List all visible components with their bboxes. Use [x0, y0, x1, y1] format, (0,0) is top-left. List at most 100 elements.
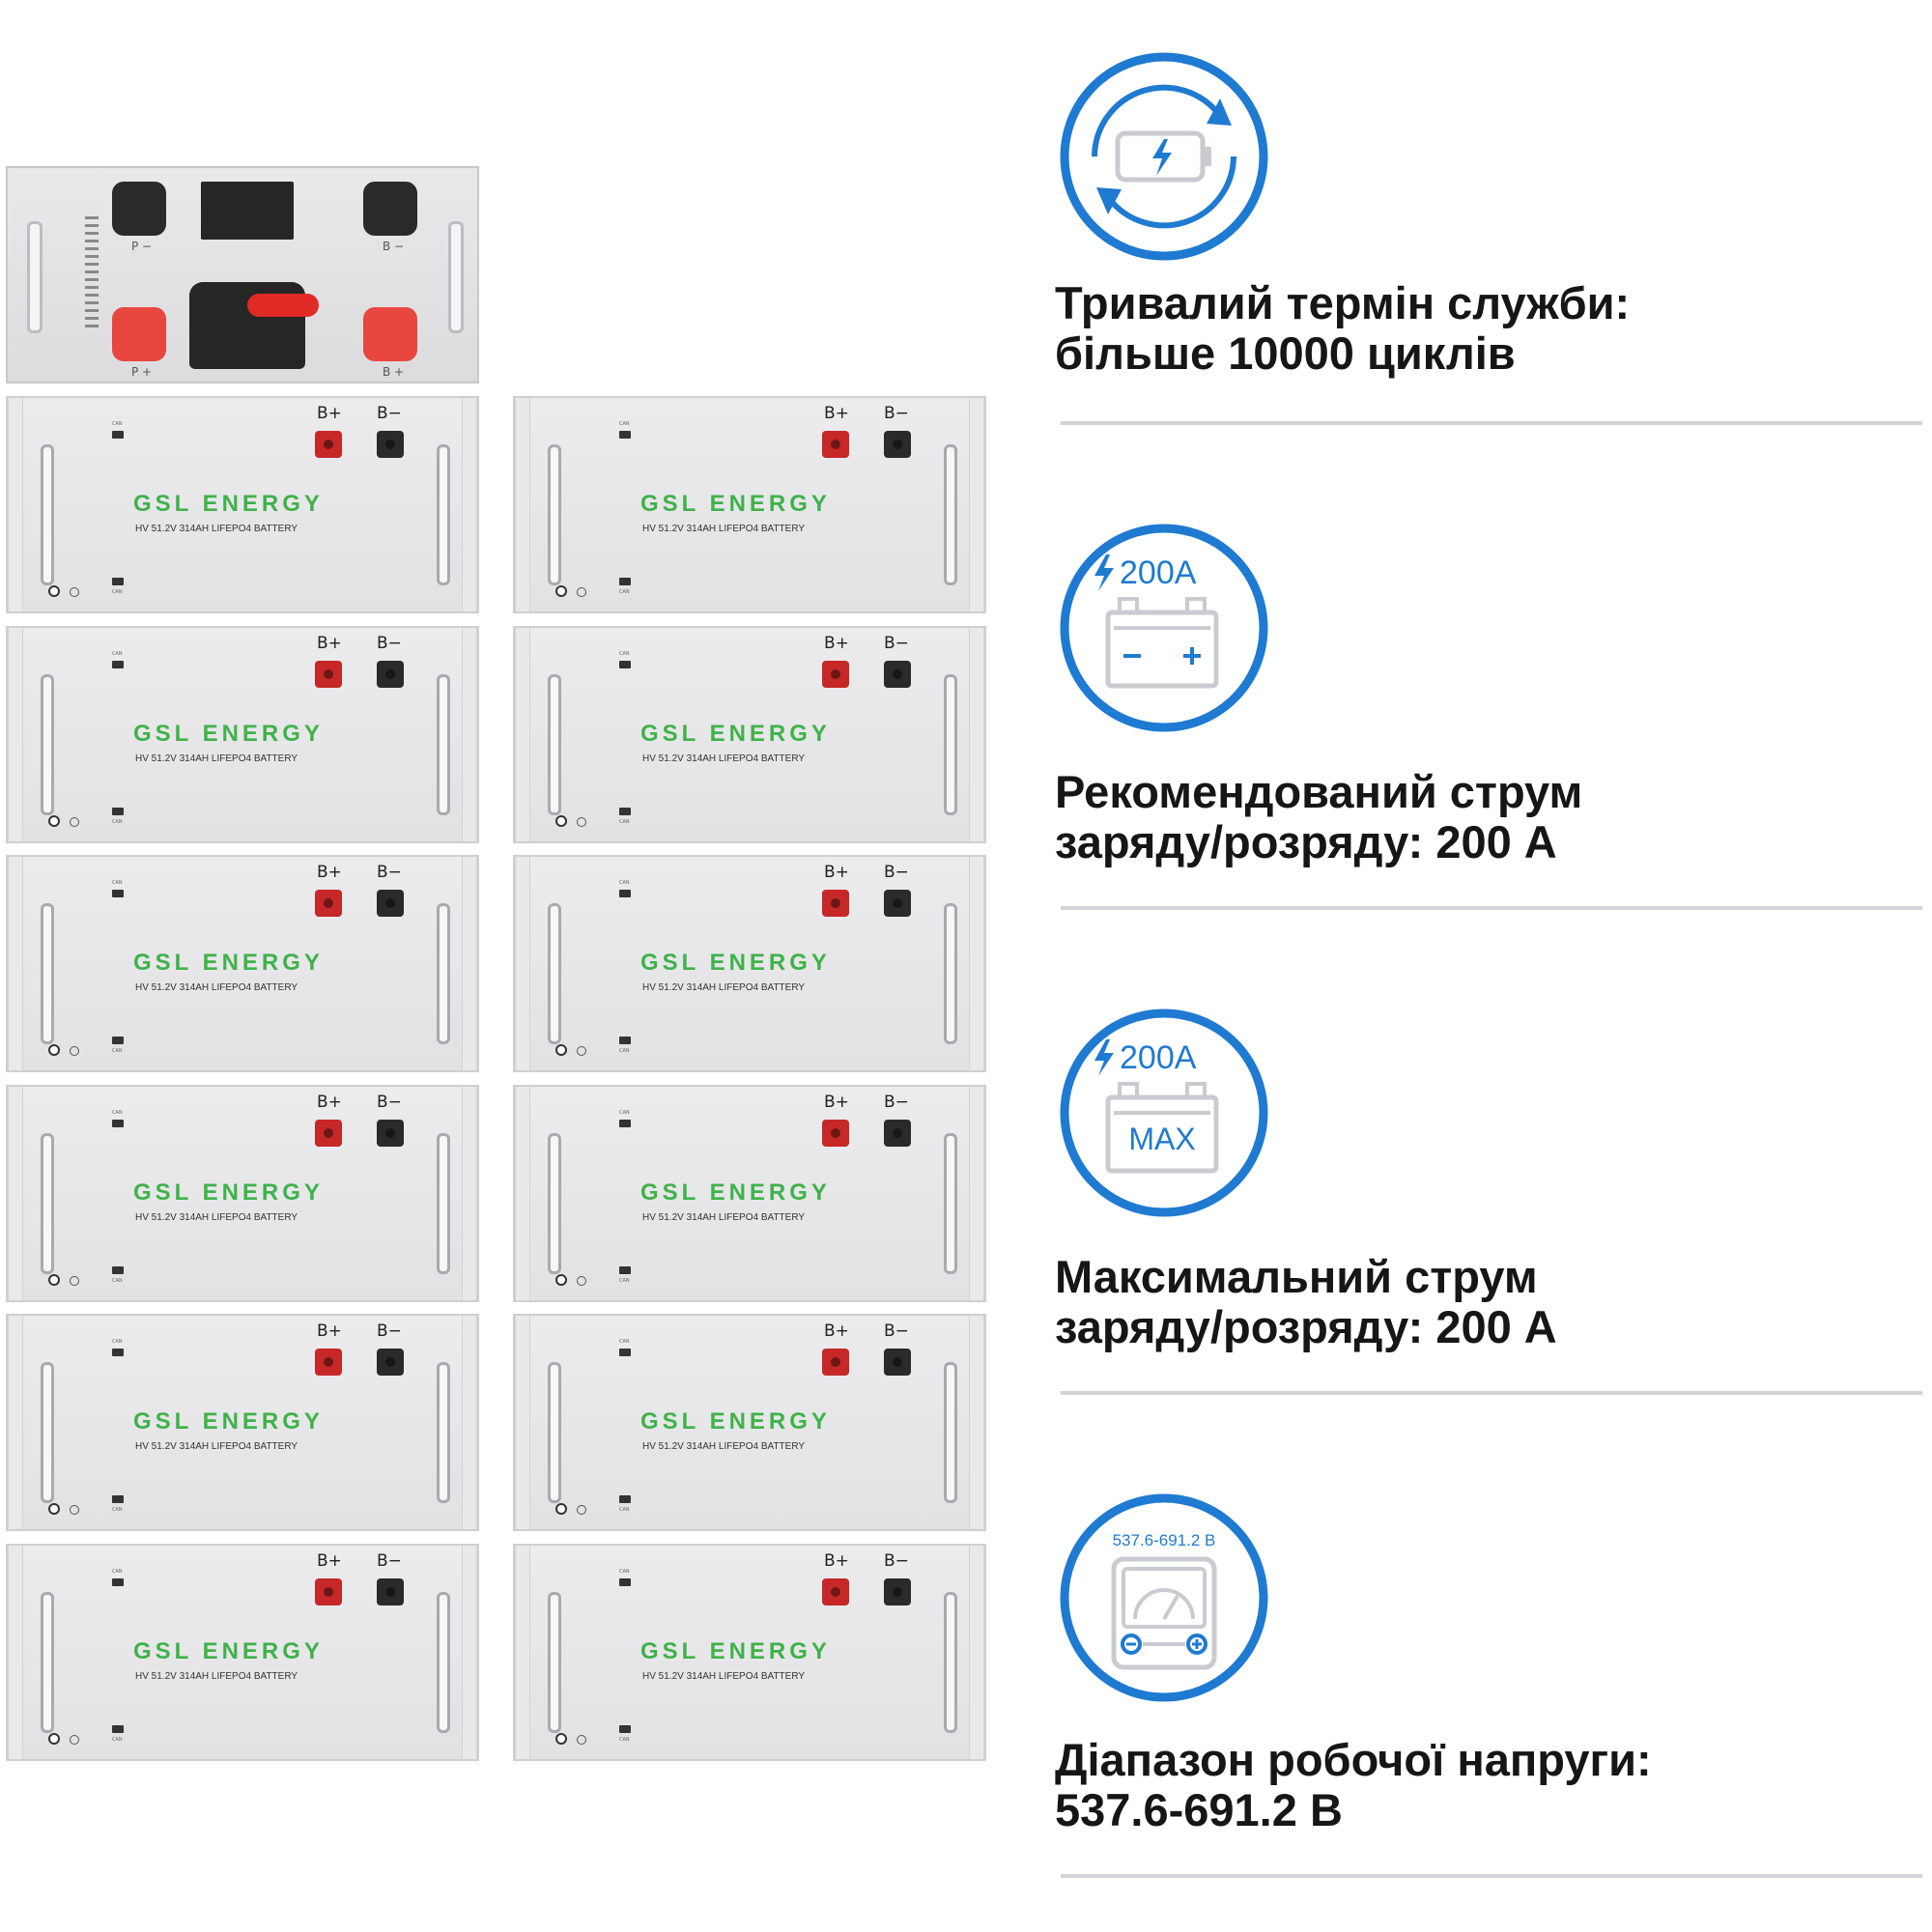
- can-port: [619, 661, 631, 668]
- negative-terminal: [884, 661, 911, 688]
- module-handle-left: [41, 444, 54, 585]
- port-label: CAN: [619, 1507, 630, 1513]
- port-label: CAN: [112, 1507, 123, 1513]
- module-handle-right: [437, 903, 450, 1044]
- battery-cycle-icon: [1060, 52, 1268, 261]
- brand-logo: GSL ENERGY: [640, 721, 831, 747]
- feature-line: Максимальний струм: [1055, 1251, 1538, 1302]
- can-port: [112, 1037, 124, 1044]
- can-port: [619, 1495, 631, 1503]
- power-button: [555, 1274, 567, 1286]
- negative-terminal: [884, 890, 911, 917]
- model-label: HV 51.2V 314AH LIFEPO4 BATTERY: [642, 1212, 806, 1223]
- positive-terminal: [315, 661, 342, 688]
- can-port: [619, 1266, 631, 1274]
- label-p-plus: P +: [131, 365, 153, 379]
- rack-ear-left: [8, 857, 23, 1070]
- can-port: [619, 1037, 631, 1044]
- module-handle-right: [437, 444, 450, 585]
- negative-terminal: [377, 1120, 404, 1147]
- positive-terminal: [315, 890, 342, 917]
- power-button: [48, 1503, 60, 1515]
- rack-ear-right: [969, 398, 984, 611]
- module-handle-left: [41, 1362, 54, 1503]
- brand-logo: GSL ENERGY: [640, 491, 831, 517]
- rack-ear-left: [8, 1546, 23, 1759]
- port-label: CAN: [619, 421, 630, 427]
- negative-terminal: [377, 661, 404, 688]
- rack-ear-right: [969, 1087, 984, 1300]
- port-label: CAN: [112, 651, 123, 657]
- feature-title-voltage-range: Діапазон робочої напруги: 537.6-691.2 В: [1055, 1735, 1905, 1835]
- port-label: CAN: [619, 589, 630, 595]
- can-port: [112, 431, 124, 439]
- module-handle-left: [548, 903, 561, 1044]
- terminal-p-minus: [112, 182, 166, 236]
- model-label: HV 51.2V 314AH LIFEPO4 BATTERY: [642, 753, 806, 764]
- rack-ear-right: [462, 857, 477, 1070]
- port-label: CAN: [112, 589, 123, 595]
- positive-terminal-label: B+: [824, 1551, 849, 1571]
- port-label: CAN: [112, 421, 123, 427]
- rack-ear-right: [462, 1087, 477, 1300]
- icon-current-text: 200A: [1120, 554, 1197, 591]
- port-label: CAN: [112, 1569, 123, 1575]
- rack-ear-right: [462, 1316, 477, 1529]
- status-indicator: [70, 1505, 79, 1515]
- terminal-p-plus: [112, 307, 166, 361]
- model-label: HV 51.2V 314AH LIFEPO4 BATTERY: [135, 753, 298, 764]
- can-port: [619, 808, 631, 815]
- rack-ear-right: [462, 628, 477, 841]
- positive-terminal: [315, 1120, 342, 1147]
- can-port: [112, 808, 124, 815]
- brand-logo: GSL ENERGY: [133, 1408, 324, 1435]
- positive-terminal-label: B+: [824, 404, 849, 423]
- feature-title-recommended-current: Рекомендований струм заряду/розряду: 200…: [1055, 767, 1905, 867]
- feature-line: Тривалий термін служби:: [1055, 277, 1631, 328]
- module-handle-right: [944, 1133, 957, 1274]
- port-label: CAN: [619, 651, 630, 657]
- can-port: [112, 661, 124, 668]
- brand-logo: GSL ENERGY: [133, 491, 324, 517]
- label-p-minus: P −: [131, 240, 153, 253]
- status-indicator: [577, 1735, 586, 1745]
- feature-line: заряду/розряду: 200 А: [1055, 816, 1557, 867]
- can-port: [112, 890, 124, 897]
- divider: [1061, 906, 1922, 910]
- can-port: [619, 1120, 631, 1127]
- positive-terminal: [315, 1349, 342, 1376]
- status-indicator: [577, 1046, 586, 1056]
- model-label: HV 51.2V 314AH LIFEPO4 BATTERY: [642, 1671, 806, 1682]
- status-indicator: [577, 1276, 586, 1286]
- positive-terminal-label: B+: [317, 1093, 342, 1112]
- label-b-minus: B −: [383, 240, 405, 253]
- can-port: [112, 1120, 124, 1127]
- voltmeter-icon: 537.6-691.2 В: [1060, 1493, 1268, 1702]
- module-handle-left: [548, 1133, 561, 1274]
- power-button: [555, 585, 567, 597]
- can-port: [619, 578, 631, 585]
- power-button: [555, 1044, 567, 1056]
- brand-logo: GSL ENERGY: [133, 1638, 324, 1664]
- port-label: CAN: [112, 880, 123, 886]
- brand-logo: GSL ENERGY: [640, 950, 831, 976]
- model-label: HV 51.2V 314AH LIFEPO4 BATTERY: [135, 982, 298, 993]
- negative-terminal: [884, 1120, 911, 1147]
- rack-ear-left: [515, 857, 530, 1070]
- positive-terminal: [822, 890, 849, 917]
- brand-logo: GSL ENERGY: [640, 1179, 831, 1206]
- feature-line: Рекомендований струм: [1055, 766, 1583, 817]
- negative-terminal-label: B−: [377, 404, 402, 423]
- port-label: CAN: [112, 819, 123, 825]
- port-label: CAN: [112, 1737, 123, 1743]
- status-indicator: [70, 1276, 79, 1286]
- module-handle-right: [437, 1592, 450, 1733]
- rack-ear-right: [462, 398, 477, 611]
- module-handle-right: [437, 1362, 450, 1503]
- negative-terminal-label: B−: [377, 1551, 402, 1571]
- can-port: [619, 890, 631, 897]
- icon-max-text: MAX: [1128, 1122, 1195, 1156]
- icon-current-text: 200A: [1120, 1039, 1197, 1076]
